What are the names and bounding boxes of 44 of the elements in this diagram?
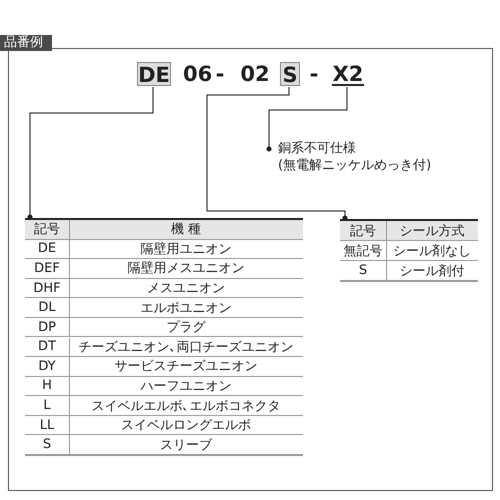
description-text: シール剤なし [392,242,472,260]
code-text: L [25,396,70,415]
code-text: S [25,435,70,454]
leader-line [206,86,348,220]
leader-line [266,86,348,152]
description-text: エルボユニオン [140,300,232,317]
column-heading: 機 種 [170,221,202,239]
code-box: S [280,62,300,86]
description-text: シール剤付 [398,262,466,280]
column-heading: シール方式 [398,222,466,240]
seal-table [340,219,478,282]
description-text: 隔壁用メスユニオン [126,260,246,278]
code-box: DE [137,62,171,86]
description-text: スイベルロングエルボ [120,417,252,434]
description-text: プラグ [166,319,207,336]
separator-dash: - [308,62,320,86]
note-text: 銅系不可仕様 (無電解ニッケルめっき付) [270,140,455,174]
description-text: サービスチーズユニオン [114,358,258,376]
code-text: DHF [25,278,70,298]
column-heading: 記号 [340,221,387,240]
code-text: DEF [25,259,70,278]
code-text: DE [25,240,70,258]
separator-dash: - [214,62,226,86]
code-table [25,218,303,456]
description-text: チーズユニオン､両口チーズユニオン [78,338,294,356]
description-text: スイベルエルボ､エルボコネクタ [90,398,282,415]
description-text: スリーブ [159,436,214,454]
code-text: 無記号 [340,241,387,260]
heading-tab: 品番例 [0,35,52,51]
description-text: 隔壁用ユニオン [140,240,232,258]
code-text: DY [25,357,70,376]
leader-line [28,86,154,220]
code-text: S [340,261,387,280]
code-digits: 02 [240,62,270,86]
code-text: DT [25,338,70,356]
description-text: ハーフユニオン [140,378,232,396]
option-code: X2 [332,62,364,86]
code-text: DL [25,298,70,317]
column-heading: 記号 [25,220,70,239]
code-digits: 06 [183,62,211,86]
description-text: メスユニオン [146,280,226,298]
code-text: LL [25,416,70,434]
code-text: H [25,376,70,396]
code-text: DP [25,318,70,336]
